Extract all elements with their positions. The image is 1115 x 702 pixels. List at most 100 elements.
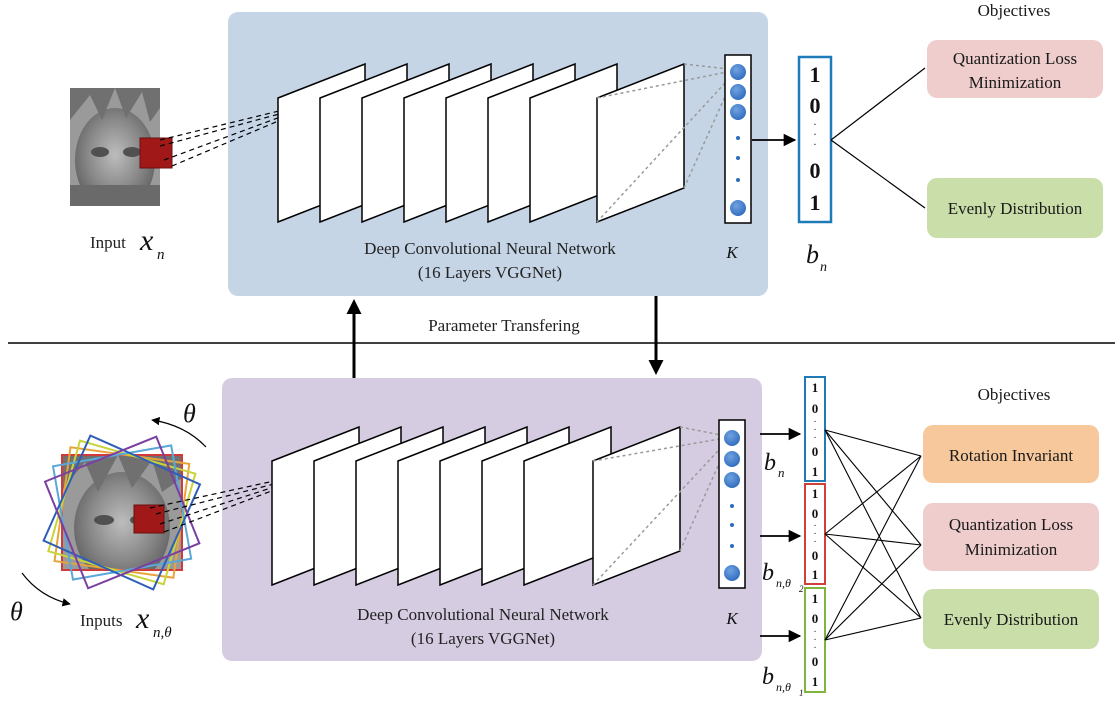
input-label-top: Input x n — [90, 224, 165, 263]
svg-text:0: 0 — [810, 158, 821, 183]
conv-layers-bottom — [271, 425, 681, 587]
objectives-label-bottom: Objectives — [978, 385, 1051, 404]
inputs-label-bottom: Inputs x n,θ — [80, 602, 172, 641]
rotation-frame — [43, 435, 201, 590]
svg-text:·: · — [814, 538, 816, 546]
svg-text:b: b — [762, 560, 774, 586]
objective-evenly-bottom: Evenly Distribution — [923, 589, 1099, 649]
svg-text:·: · — [814, 130, 817, 139]
rotated-inputs-bottom — [42, 434, 202, 591]
binary-code-theta1: 1 0 · · · 0 1 — [804, 587, 826, 693]
svg-text:Input: Input — [90, 233, 126, 252]
svg-text:2: 2 — [799, 584, 804, 594]
svg-text:n,θ: n,θ — [776, 680, 791, 694]
svg-text:n: n — [820, 260, 827, 275]
input-image-top — [70, 88, 173, 206]
svg-text:·: · — [814, 530, 816, 538]
fc-node — [724, 565, 740, 581]
k-label-bottom: K — [725, 609, 739, 628]
svg-text:1: 1 — [812, 464, 819, 479]
fc-node — [730, 104, 746, 120]
objective-rotation-bottom: Rotation Invariant — [923, 425, 1099, 483]
svg-text:1: 1 — [812, 674, 819, 689]
fc-node — [724, 451, 740, 467]
svg-text:b: b — [806, 240, 819, 269]
svg-text:Evenly Distribution: Evenly Distribution — [944, 610, 1079, 629]
svg-text:Quantization Loss: Quantization Loss — [953, 49, 1077, 68]
fc-dot — [736, 136, 740, 140]
svg-text:1: 1 — [812, 380, 819, 395]
svg-text:·: · — [814, 120, 817, 129]
svg-text:·: · — [814, 426, 816, 434]
svg-text:·: · — [814, 628, 816, 636]
svg-text:0: 0 — [810, 93, 821, 118]
svg-text:Rotation Invariant: Rotation Invariant — [949, 446, 1073, 465]
cnn-title-top: Deep Convolutional Neural Network — [364, 239, 616, 258]
svg-text:1: 1 — [810, 190, 821, 215]
svg-text:0: 0 — [812, 401, 819, 416]
svg-text:·: · — [814, 522, 816, 530]
receptive-patch-bottom — [133, 504, 165, 534]
svg-text:·: · — [814, 434, 816, 442]
code-to-objectives-top — [830, 67, 926, 209]
fc-node — [730, 64, 746, 80]
rotation-frame — [51, 444, 193, 581]
fc-node — [724, 472, 740, 488]
objective-quantization-bottom: Quantization Loss Minimization — [923, 503, 1099, 571]
svg-text:x: x — [139, 224, 154, 257]
theta-label-bottom: θ — [10, 597, 23, 626]
fc-node — [730, 84, 746, 100]
svg-text:Quantization Loss: Quantization Loss — [949, 515, 1073, 534]
svg-text:b: b — [764, 450, 776, 476]
svg-text:b: b — [762, 664, 774, 690]
rotation-arrow-top — [151, 416, 207, 448]
svg-text:n: n — [778, 465, 785, 480]
conv-layers-top — [277, 62, 685, 224]
svg-text:1: 1 — [812, 567, 819, 582]
receptive-patch-top — [139, 137, 173, 169]
fc-layer-top — [724, 54, 752, 224]
svg-text:Evenly Distribution: Evenly Distribution — [948, 199, 1083, 218]
svg-text:1: 1 — [812, 591, 819, 606]
svg-text:Minimization: Minimization — [969, 73, 1062, 92]
patch-projection-bottom — [149, 480, 275, 533]
objectives-label-top: Objectives — [978, 1, 1051, 20]
svg-text:n,θ: n,θ — [776, 576, 791, 590]
theta-label-top: θ — [183, 399, 196, 428]
binary-code-top: 1 0 · · · 0 1 — [797, 55, 833, 224]
svg-text:·: · — [814, 140, 817, 149]
svg-text:Inputs: Inputs — [80, 611, 123, 630]
patch-projection-top — [159, 109, 284, 167]
objective-evenly-top: Evenly Distribution — [927, 178, 1103, 238]
svg-text:Minimization: Minimization — [965, 540, 1058, 559]
svg-text:0: 0 — [812, 611, 819, 626]
fc-dot — [730, 544, 734, 548]
bn-label-top: b n — [806, 240, 827, 275]
objective-quantization-top: Quantization Loss Minimization — [927, 40, 1103, 98]
bn-theta2-label: b n,θ 2 — [762, 560, 804, 594]
fc-layer-bottom — [718, 419, 746, 589]
svg-text:·: · — [814, 644, 816, 652]
cnn-title-bottom: Deep Convolutional Neural Network — [357, 605, 609, 624]
svg-text:·: · — [814, 636, 816, 644]
svg-text:0: 0 — [812, 654, 819, 669]
bn-theta1-label: b n,θ 1 — [762, 664, 804, 698]
fc-dot — [736, 156, 740, 160]
cnn-subtitle-bottom: (16 Layers VGGNet) — [411, 629, 555, 648]
cnn-subtitle-top: (16 Layers VGGNet) — [418, 263, 562, 282]
svg-text:0: 0 — [812, 506, 819, 521]
svg-text:n,θ: n,θ — [153, 625, 172, 641]
fc-dot — [730, 504, 734, 508]
k-label-top: K — [725, 243, 739, 262]
bn-label-bottom: b n — [764, 450, 785, 480]
code-to-objectives-bottom — [824, 429, 922, 641]
svg-text:1: 1 — [799, 688, 804, 698]
fc-dot — [736, 178, 740, 182]
binary-code-bn: 1 0 · · · 0 1 — [804, 376, 826, 482]
fc-node — [730, 200, 746, 216]
svg-text:0: 0 — [812, 548, 819, 563]
rotation-frame — [42, 434, 202, 591]
svg-text:1: 1 — [812, 486, 819, 501]
